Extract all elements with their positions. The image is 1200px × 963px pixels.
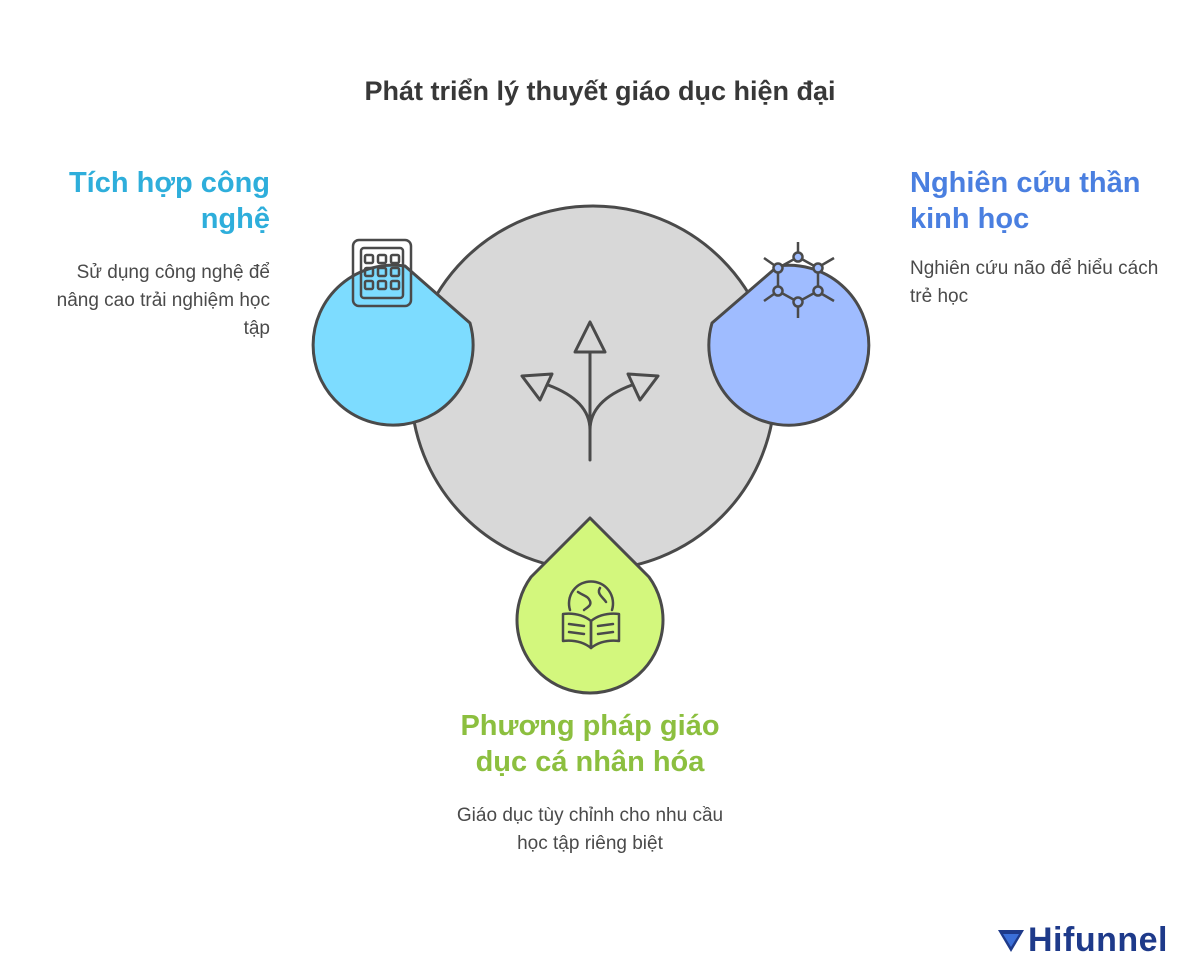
diagram-title: Phát triển lý thuyết giáo dục hiện đại bbox=[364, 76, 836, 106]
neuroscience-description: Nghiên cứu não để hiểu cách trẻ học bbox=[910, 258, 1159, 307]
personalized-description: Giáo dục tùy chỉnh cho nhu cầu học tập r… bbox=[456, 805, 724, 854]
neuroscience-heading: Nghiên cứu thần kinh học bbox=[910, 167, 1141, 235]
personalized-heading: Phương pháp giáo dục cá nhân hóa bbox=[460, 710, 720, 778]
technology-heading: Tích hợp công nghệ bbox=[68, 167, 270, 235]
logo-text: Hifunnel bbox=[1028, 921, 1168, 959]
technology-drop bbox=[311, 263, 475, 427]
split-arrows-icon bbox=[520, 320, 660, 462]
technology-description: Sử dụng công nghệ để nâng cao trải nghiệ… bbox=[56, 262, 270, 339]
tablet-grid-icon bbox=[351, 238, 413, 308]
funnel-icon bbox=[998, 930, 1024, 952]
molecule-network-icon bbox=[763, 242, 835, 318]
globe-book-icon bbox=[561, 580, 621, 650]
hifunnel-logo: Hifunnel bbox=[998, 918, 1198, 962]
neuroscience-drop bbox=[707, 263, 871, 427]
